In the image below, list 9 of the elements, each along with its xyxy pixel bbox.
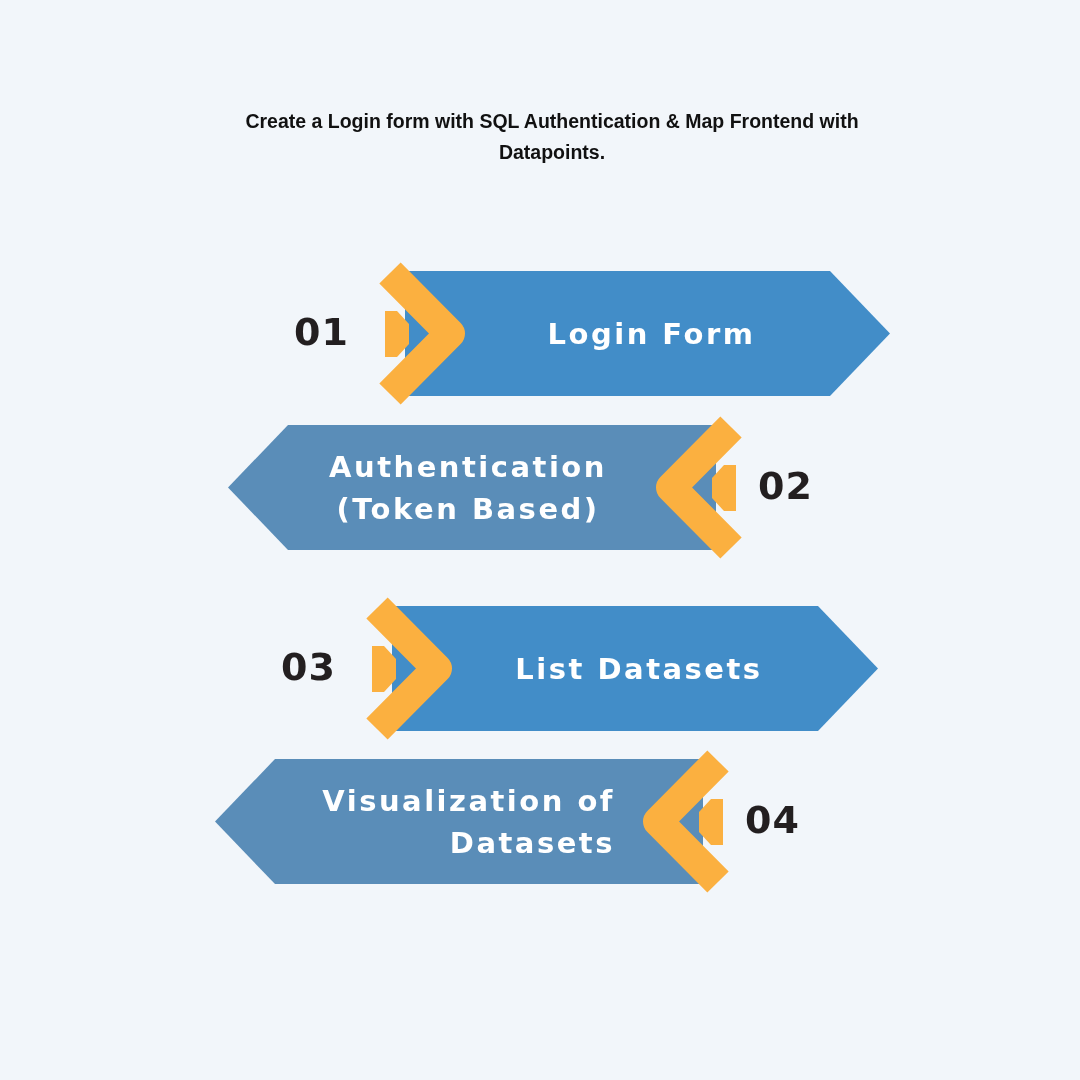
step-number: 03 [281,645,336,689]
step-number: 04 [745,798,800,842]
step-number: 02 [758,464,813,508]
step-label: Visualization of Datasets [321,782,615,862]
step-label: Authentication (Token Based) [328,448,608,528]
step-label: Login Form [546,315,757,353]
title: Create a Login form with SQL Authentication & Map Frontend with Datapoints. [244,109,860,165]
step-number: 01 [294,310,349,354]
step-label: List Datasets [514,650,764,688]
